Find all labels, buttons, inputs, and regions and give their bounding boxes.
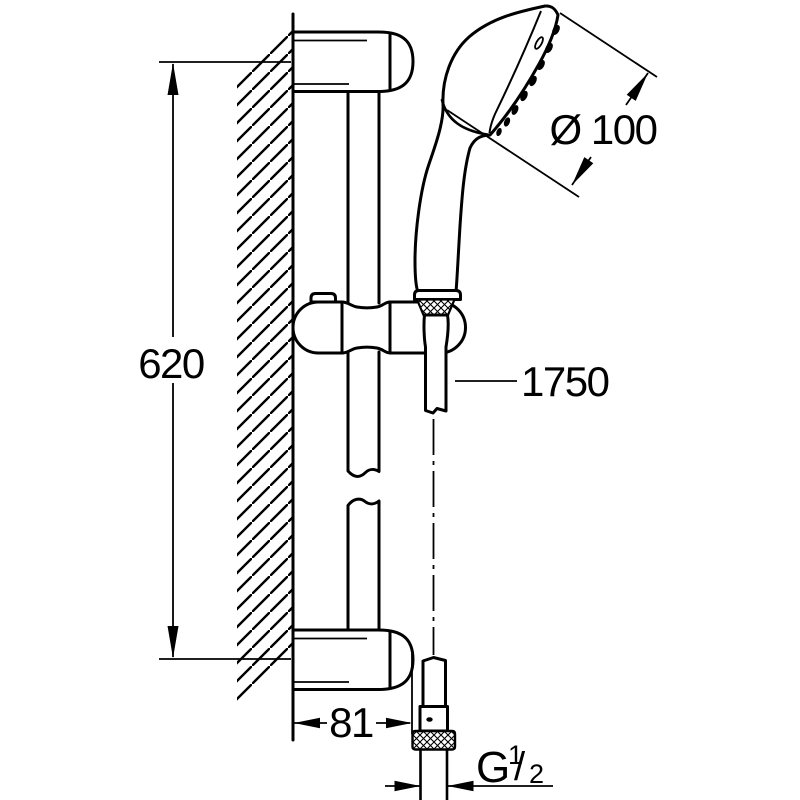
shower-hose [411, 313, 457, 800]
shower-rail-middle-segment [346, 350, 381, 478]
handle-holder [413, 289, 462, 317]
dim-thread-letter: G [476, 743, 510, 792]
dim-rail-height-arrow-down [167, 626, 179, 658]
hose-upper-piece [422, 313, 450, 415]
spray-face-oval-mark [534, 36, 544, 50]
spray-nozzle-dots [496, 24, 560, 137]
hose-collar [418, 705, 449, 733]
dim-head-diameter-ext-upper [559, 12, 658, 78]
holder-rim [413, 289, 462, 301]
dim-bracket-depth-arrow-right [386, 717, 412, 729]
dim-head-diameter-ext-lower [446, 109, 580, 198]
dim-head-diameter-label: Ø 100 [550, 106, 657, 153]
dim-rail-height: 620 [138, 61, 291, 660]
dim-head-diameter-arrow-upper [626, 73, 648, 101]
spray-face-seam [488, 10, 542, 134]
hose-collar-mark [426, 717, 433, 722]
dim-hose-length: 1750 [455, 358, 610, 405]
spray-nozzle-dot [520, 90, 528, 102]
spray-nozzle-dot [545, 42, 553, 54]
shower-rail [346, 86, 381, 633]
hose-end-tube [421, 656, 447, 708]
dim-thread-slash: / [514, 745, 526, 789]
spray-nozzle-dot [529, 75, 537, 87]
shower-rail-upper-segment [346, 86, 381, 305]
spray-nozzle-dot [503, 117, 511, 127]
bottom-wall-bracket [291, 628, 415, 691]
dim-thread-arrow-left [394, 780, 421, 792]
dim-bracket-depth-arrow-left [294, 717, 320, 729]
dim-bracket-depth-label: 81 [329, 699, 373, 746]
dim-thread-size: G 1 / 2 [385, 740, 553, 792]
spray-nozzle-dot [496, 127, 502, 137]
hose-knurled-nut [411, 729, 457, 751]
thread-tube [419, 748, 449, 800]
spray-nozzle-dot [552, 24, 560, 36]
slider-lock-button [309, 292, 337, 304]
hand-shower [413, 4, 560, 294]
dim-hose-length-label: 1750 [521, 358, 609, 405]
dim-rail-height-arrow-up [167, 63, 179, 95]
dim-thread-arrow-right [447, 780, 474, 792]
dim-thread-numerator: 1 [508, 740, 523, 770]
shower-rail-lower-segment [346, 497, 381, 633]
dim-rail-height-label: 620 [138, 340, 204, 387]
dim-bracket-depth: 81 [294, 654, 413, 746]
spray-nozzle-dot [537, 59, 545, 71]
dim-head-diameter-arrow-lower [572, 157, 594, 185]
dim-head-diameter: Ø 100 [446, 12, 658, 198]
dim-thread-denominator: 2 [529, 759, 544, 789]
holder-cone-knurl [415, 298, 457, 317]
spray-nozzle-dot [511, 105, 519, 115]
top-wall-bracket [291, 30, 415, 93]
wall-hatch [237, 16, 293, 714]
